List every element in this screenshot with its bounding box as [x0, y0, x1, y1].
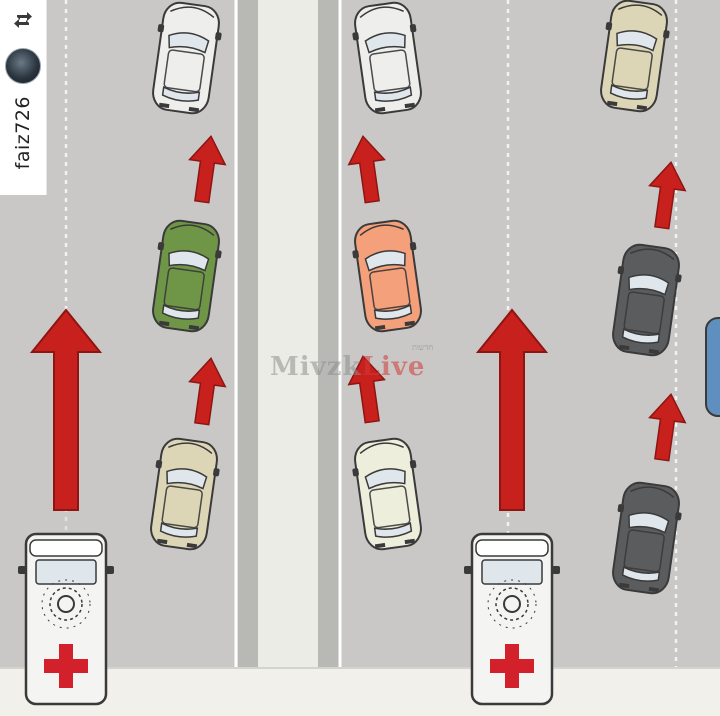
watermark: MivzkLive חדשות: [270, 343, 433, 382]
avatar[interactable]: [5, 48, 41, 84]
ambulance: [16, 532, 116, 706]
watermark-text-a: Mivz: [270, 352, 343, 382]
watermark-text-c: Live: [361, 352, 426, 382]
median-strip: [258, 0, 318, 716]
car-blue-partial: [705, 317, 720, 417]
repost-icon: [11, 8, 35, 36]
watermark-text-b: k: [342, 352, 362, 382]
watermark-small-text: חדשות: [412, 343, 434, 352]
username[interactable]: faiz726: [12, 96, 34, 170]
repost-badge: faiz726: [0, 0, 47, 195]
ambulance: [462, 532, 562, 706]
